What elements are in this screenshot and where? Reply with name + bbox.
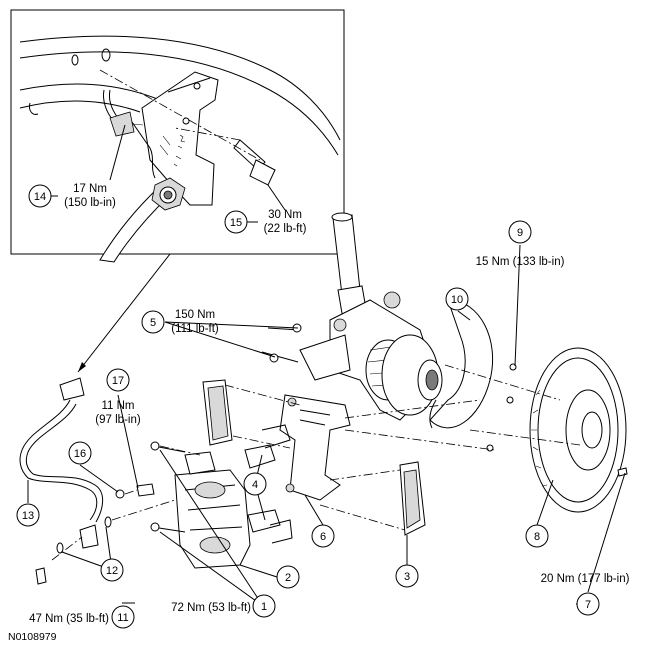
callout-3: 3 (395, 564, 419, 588)
steering-knuckle (299, 291, 443, 421)
callout-9: 9 15 Nm (133 lb-in) (476, 220, 565, 268)
caliper-bracket (279, 394, 351, 501)
svg-text:1: 1 (261, 601, 267, 613)
callout-7: 7 20 Nm (177 lb-in) (541, 573, 630, 616)
callout-8: 8 (525, 524, 549, 548)
svg-text:3: 3 (404, 571, 410, 583)
brake-rotor (529, 347, 627, 513)
callout-6: 6 (311, 524, 335, 548)
callout-17: 17 11 Nm (97 lb-in) (95, 368, 141, 426)
callout-12: 12 (100, 558, 124, 582)
brake-caliper (174, 451, 251, 569)
assembly-lines (51, 364, 581, 561)
svg-text:10: 10 (451, 294, 463, 306)
brake-shield (429, 299, 494, 429)
svg-text:15 Nm (133 lb-in): 15 Nm (133 lb-in) (476, 256, 565, 268)
knuckle-bolts (261, 323, 302, 363)
svg-text:11: 11 (117, 612, 128, 624)
svg-text:47 Nm (35 lb-ft): 47 Nm (35 lb-ft) (29, 613, 109, 625)
svg-text:2: 2 (285, 572, 291, 584)
svg-text:5: 5 (150, 317, 156, 329)
brake-hose (19, 377, 112, 585)
svg-text:16: 16 (74, 448, 86, 460)
inset-pointer-line (77, 253, 171, 373)
svg-text:12: 12 (106, 565, 118, 577)
svg-text:8: 8 (534, 531, 540, 543)
callout-10: 10 (445, 287, 469, 311)
pad-clips (244, 424, 293, 544)
callout-4: 4 (243, 472, 267, 496)
callout-15: 15 30 Nm (22 lb-ft) (224, 209, 307, 235)
svg-text:13: 13 (22, 510, 34, 522)
svg-text:17 Nm: 17 Nm (73, 183, 107, 195)
svg-text:(97 lb-in): (97 lb-in) (95, 414, 141, 426)
callout-1: 1 72 Nm (53 lb-ft) (171, 594, 276, 618)
brake-pads (202, 379, 426, 536)
svg-text:7: 7 (585, 599, 591, 611)
inset-pointer-arrow (78, 362, 86, 372)
callout-14: 14 17 Nm (150 lb-in) (28, 183, 116, 209)
bleeder-screw (115, 483, 155, 499)
svg-text:(22 lb-ft): (22 lb-ft) (264, 223, 307, 235)
detail-inset (10, 9, 345, 263)
callout-11: 11 47 Nm (35 lb-ft) (29, 605, 135, 629)
svg-text:6: 6 (320, 531, 326, 543)
svg-text:150 Nm: 150 Nm (175, 309, 215, 321)
svg-text:72 Nm (53 lb-ft): 72 Nm (53 lb-ft) (171, 602, 251, 614)
svg-text:20 Nm (177 lb-in): 20 Nm (177 lb-in) (541, 573, 630, 585)
figure-id: N0108979 (8, 631, 57, 643)
callout-5: 5 150 Nm (111 lb-ft) (141, 309, 219, 335)
small-bolts (486, 363, 628, 477)
svg-text:15: 15 (230, 217, 242, 229)
svg-text:4: 4 (252, 479, 258, 491)
svg-text:30 Nm: 30 Nm (268, 209, 302, 221)
callout-2: 2 (276, 565, 300, 589)
svg-text:(150 lb-in): (150 lb-in) (64, 197, 116, 209)
svg-text:11 Nm: 11 Nm (101, 400, 134, 412)
svg-text:(111 lb-ft): (111 lb-ft) (171, 323, 219, 335)
svg-text:14: 14 (34, 191, 46, 203)
callout-16: 16 (68, 441, 92, 465)
callout-13: 13 (16, 503, 40, 527)
caliper-bolts (150, 441, 186, 533)
svg-text:9: 9 (517, 227, 523, 239)
svg-text:17: 17 (112, 375, 124, 387)
